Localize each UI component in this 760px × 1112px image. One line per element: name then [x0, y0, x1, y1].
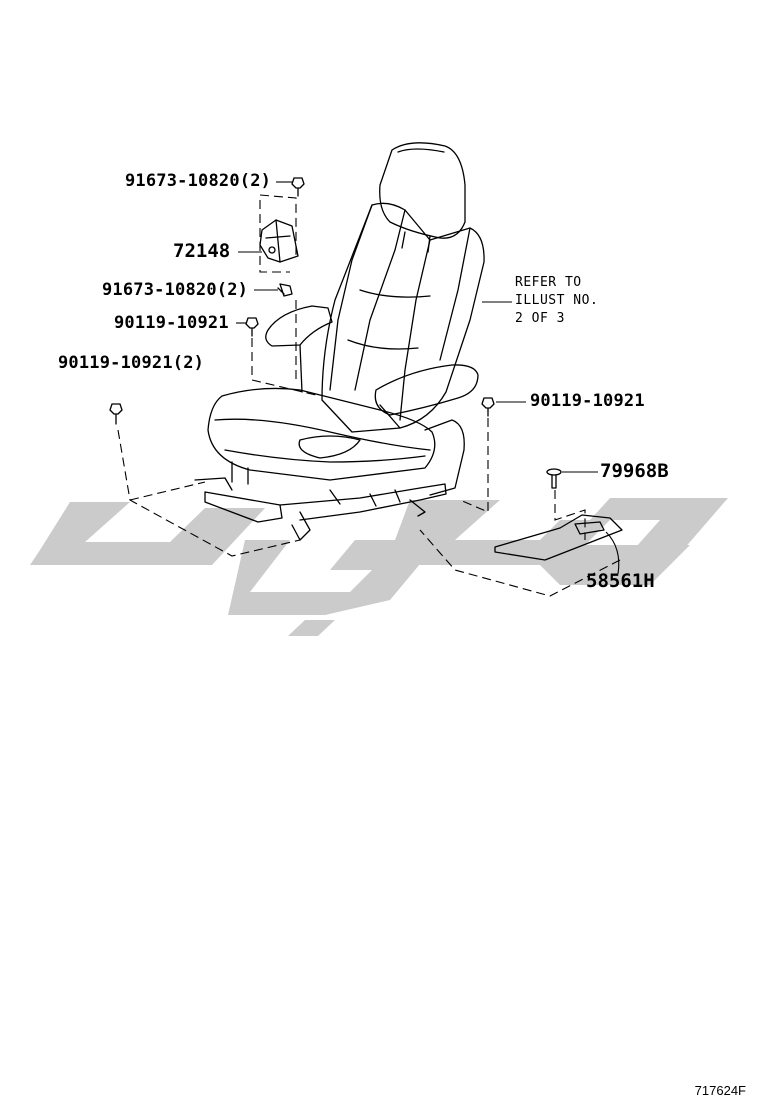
refer-note: REFER TO ILLUST NO. 2 OF 3 — [515, 274, 598, 328]
seatback — [321, 202, 485, 433]
left-armrest — [265, 305, 333, 393]
bolt-icon — [277, 283, 293, 297]
seat-track — [194, 461, 447, 541]
headrest — [379, 142, 466, 253]
leader-lines — [236, 181, 620, 575]
label-cover-58561H: 58561H — [586, 570, 655, 592]
refer-note-line: 2 OF 3 — [515, 311, 565, 326]
label-bolt-90119-e: 90119-10921 — [530, 391, 645, 411]
bolt-icon — [245, 317, 259, 337]
label-clip-79968B: 79968B — [600, 460, 669, 482]
bolt-icon — [109, 403, 123, 425]
label-bolt-91673-a: 91673-10820(2) — [125, 171, 272, 191]
seat-cushion — [207, 387, 465, 496]
watermark-logo — [30, 498, 728, 636]
right-armrest — [374, 364, 479, 429]
cover-58561H — [494, 514, 623, 561]
line-art — [109, 142, 623, 561]
refer-note-line: REFER TO — [515, 275, 582, 290]
bracket-72148 — [259, 219, 299, 263]
bolt-icon — [291, 177, 305, 197]
bolt-icon — [481, 397, 495, 417]
label-bracket-72148: 72148 — [173, 240, 231, 262]
clip-icon — [546, 468, 562, 489]
label-bolt-90119-d: 90119-10921(2) — [58, 353, 205, 373]
phantom-lines — [117, 194, 621, 597]
label-bolt-91673-b: 91673-10820(2) — [102, 280, 249, 300]
refer-note-line: ILLUST NO. — [515, 293, 599, 308]
label-bolt-90119-c: 90119-10921 — [114, 313, 229, 333]
figure-id: 717624F — [694, 1083, 746, 1098]
